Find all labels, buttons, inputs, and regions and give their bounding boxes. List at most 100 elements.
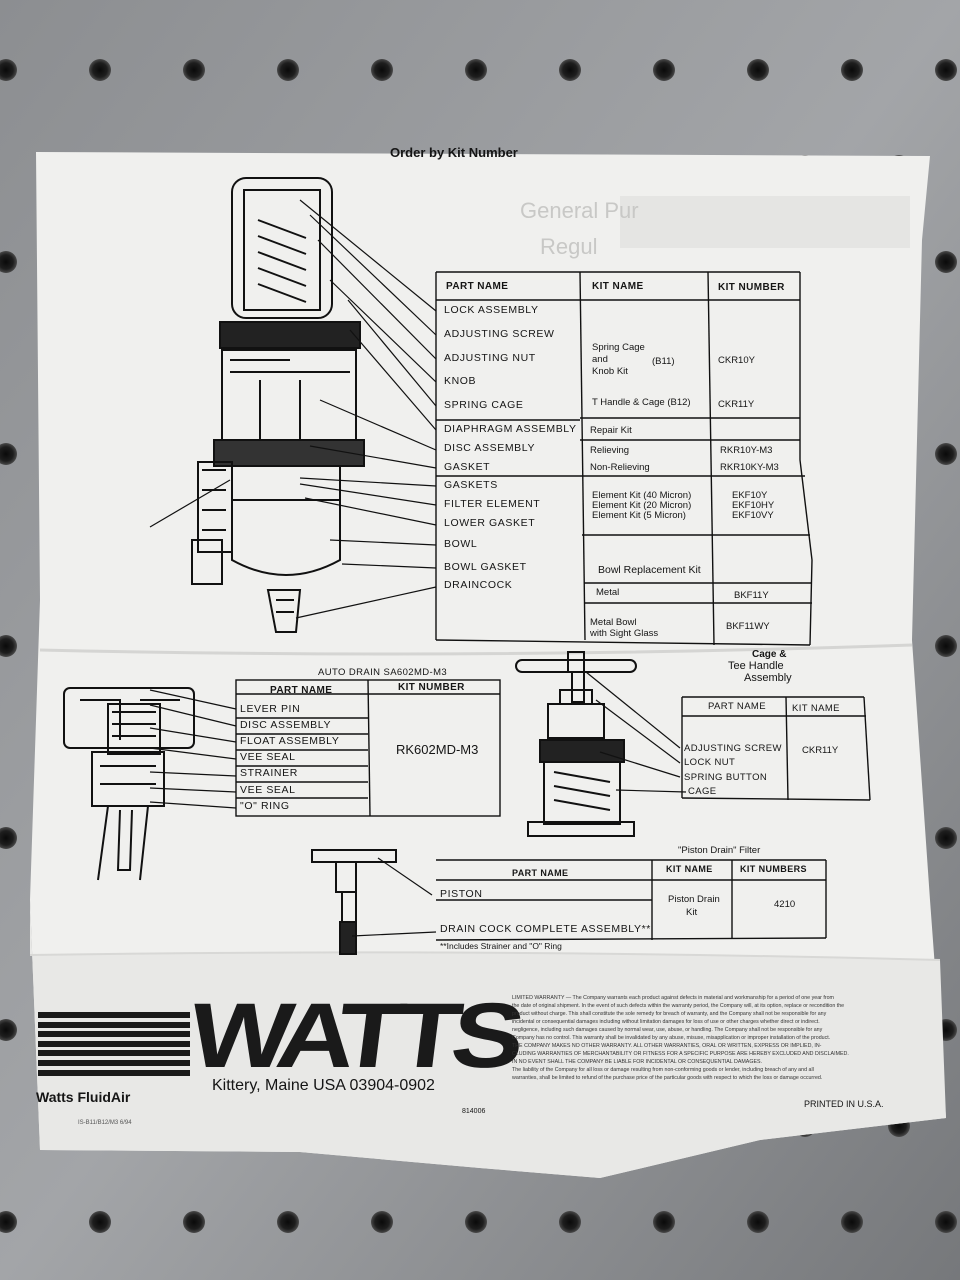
ad-part-o-ring: "O" RING: [240, 800, 290, 812]
cage-part-lock-nut: LOCK NUT: [684, 757, 736, 768]
warranty-line: product without charge. This shall const…: [512, 1011, 827, 1017]
auto-drain-table-grid: [235, 679, 501, 817]
tee-handle-drawing: [515, 651, 637, 837]
piston-title: "Piston Drain" Filter: [678, 845, 761, 856]
kit-repair: Repair Kit: [590, 425, 632, 436]
cage-part-cage: CAGE: [688, 786, 717, 797]
kit-number-ekf10vy: EKF10VY: [732, 510, 774, 521]
kit-number-ckr10y: CKR10Y: [718, 355, 755, 366]
table-hole: [559, 1211, 581, 1233]
kit-relieving: Relieving: [590, 445, 630, 456]
kit-t-handle: T Handle & Cage (B12): [592, 397, 691, 408]
cage-header-kit-name: KIT NAME: [792, 703, 840, 714]
piston-kit-name-line1: Piston Drain: [668, 894, 720, 905]
footer-brand: Watts FluidAir: [36, 1089, 131, 1105]
leader-lines-tee: [585, 671, 687, 793]
main-header-part-name: PART NAME: [446, 281, 509, 292]
cage-tee-table-grid: [681, 696, 871, 801]
warranty-line: incidental or consequential damages incl…: [512, 1019, 820, 1025]
cage-title-1: Cage &: [752, 649, 787, 660]
auto-drain-title: AUTO DRAIN SA602MD-M3: [318, 667, 448, 678]
leader-lines-piston: [351, 857, 437, 937]
table-hole: [0, 59, 17, 81]
kit-number-bkf11y: BKF11Y: [734, 590, 769, 601]
table-hole: [0, 443, 17, 465]
watts-logo-stripes: [38, 1012, 190, 1082]
piston-drain-drawing: [311, 849, 397, 955]
table-hole: [841, 59, 863, 81]
ad-part-disc-assembly: DISC ASSEMBLY: [240, 719, 332, 731]
table-hole: [653, 59, 675, 81]
piston-table-grid: [435, 859, 827, 941]
piston-header-kit-name: KIT NAME: [666, 864, 713, 874]
warranty-line: CLUDING WARRANTIES OF MERCHANTABILITY OR…: [512, 1051, 849, 1057]
table-hole: [935, 443, 957, 465]
table-hole: [183, 59, 205, 81]
regulator-drawing: [191, 177, 365, 633]
part-draincock: DRAINCOCK: [444, 579, 513, 591]
table-hole: [465, 59, 487, 81]
warranty-text: LIMITED WARRANTY — The Company warrants …: [512, 994, 912, 1082]
table-hole: [371, 59, 393, 81]
table-hole: [841, 1211, 863, 1233]
ad-part-vee-seal-1: VEE SEAL: [240, 751, 296, 763]
part-spring-cage: SPRING CAGE: [444, 399, 524, 411]
faded-heading-1: General Pur: [520, 198, 639, 223]
table-hole: [935, 827, 957, 849]
footer-address: Kittery, Maine USA 03904-0902: [212, 1077, 435, 1094]
kit-element-20: Element Kit (20 Micron): [592, 500, 692, 511]
table-hole: [747, 59, 769, 81]
part-diaphragm-assembly: DIAPHRAGM ASSEMBLY: [444, 423, 577, 435]
table-hole: [0, 635, 17, 657]
kit-spring-cage-line3: Knob Kit: [592, 366, 628, 377]
kit-number-ekf10hy: EKF10HY: [732, 500, 775, 511]
table-hole: [183, 1211, 205, 1233]
kit-number-ckr11y: CKR11Y: [718, 399, 755, 410]
kit-number-rkr10y-m3: RKR10Y-M3: [720, 445, 773, 456]
piston-part-piston: PISTON: [440, 888, 483, 900]
footer-bottom-code: IS-B11/B12/M3 6/94: [78, 1120, 132, 1126]
main-header-kit-name: KIT NAME: [592, 281, 644, 292]
warranty-line: IN NO EVENT SHALL THE COMPANY BE LIABLE …: [512, 1059, 762, 1065]
table-hole: [0, 827, 17, 849]
part-bowl: BOWL: [444, 538, 478, 550]
kit-number-rkr10ky-m3: RKR10KY-M3: [720, 462, 779, 473]
kit-number-bkf11wy: BKF11WY: [726, 621, 770, 632]
watts-logo-text: WATTS: [183, 985, 522, 1087]
table-hole: [89, 1211, 111, 1233]
table-hole: [0, 1019, 17, 1041]
part-knob: KNOB: [444, 375, 477, 387]
part-filter-element: FILTER ELEMENT: [444, 498, 541, 510]
part-gaskets: GASKETS: [444, 479, 498, 491]
cage-part-spring-button: SPRING BUTTON: [684, 772, 768, 783]
cage-part-adjusting-screw: ADJUSTING SCREW: [684, 743, 782, 754]
top-heading: Order by Kit Number: [390, 145, 518, 160]
footer-printed: PRINTED IN U.S.A.: [804, 1099, 884, 1109]
auto-drain-drawing: [63, 687, 195, 881]
main-header-kit-number: KIT NUMBER: [718, 282, 785, 293]
cage-title-3: Assembly: [744, 672, 792, 684]
table-hole: [89, 59, 111, 81]
cage-header-part-name: PART NAME: [708, 701, 766, 712]
faded-heading-2: Regul: [540, 234, 598, 259]
piston-kit-number: 4210: [774, 899, 796, 910]
kit-metal: Metal: [596, 587, 620, 598]
piston-header-part-name: PART NAME: [512, 868, 569, 878]
part-disc-assembly: DISC ASSEMBLY: [444, 442, 536, 454]
auto-drain-header-kit-number: KIT NUMBER: [398, 682, 465, 693]
table-hole: [747, 1211, 769, 1233]
main-table-grid: [435, 271, 813, 646]
table-hole: [465, 1211, 487, 1233]
table-hole: [0, 251, 17, 273]
part-bowl-gasket: BOWL GASKET: [444, 561, 527, 573]
kit-non-relieving: Non-Relieving: [590, 462, 650, 473]
kit-spring-cage-line1: Spring Cage: [592, 342, 645, 353]
table-hole: [371, 1211, 393, 1233]
warranty-line: negligence, including such damages cause…: [512, 1027, 823, 1033]
ad-part-float-assembly: FLOAT ASSEMBLY: [240, 735, 340, 747]
part-gasket: GASKET: [444, 461, 491, 473]
kit-metal-bowl-line2: with Sight Glass: [590, 628, 659, 639]
leader-lines-main: [149, 199, 437, 619]
table-hole: [277, 1211, 299, 1233]
